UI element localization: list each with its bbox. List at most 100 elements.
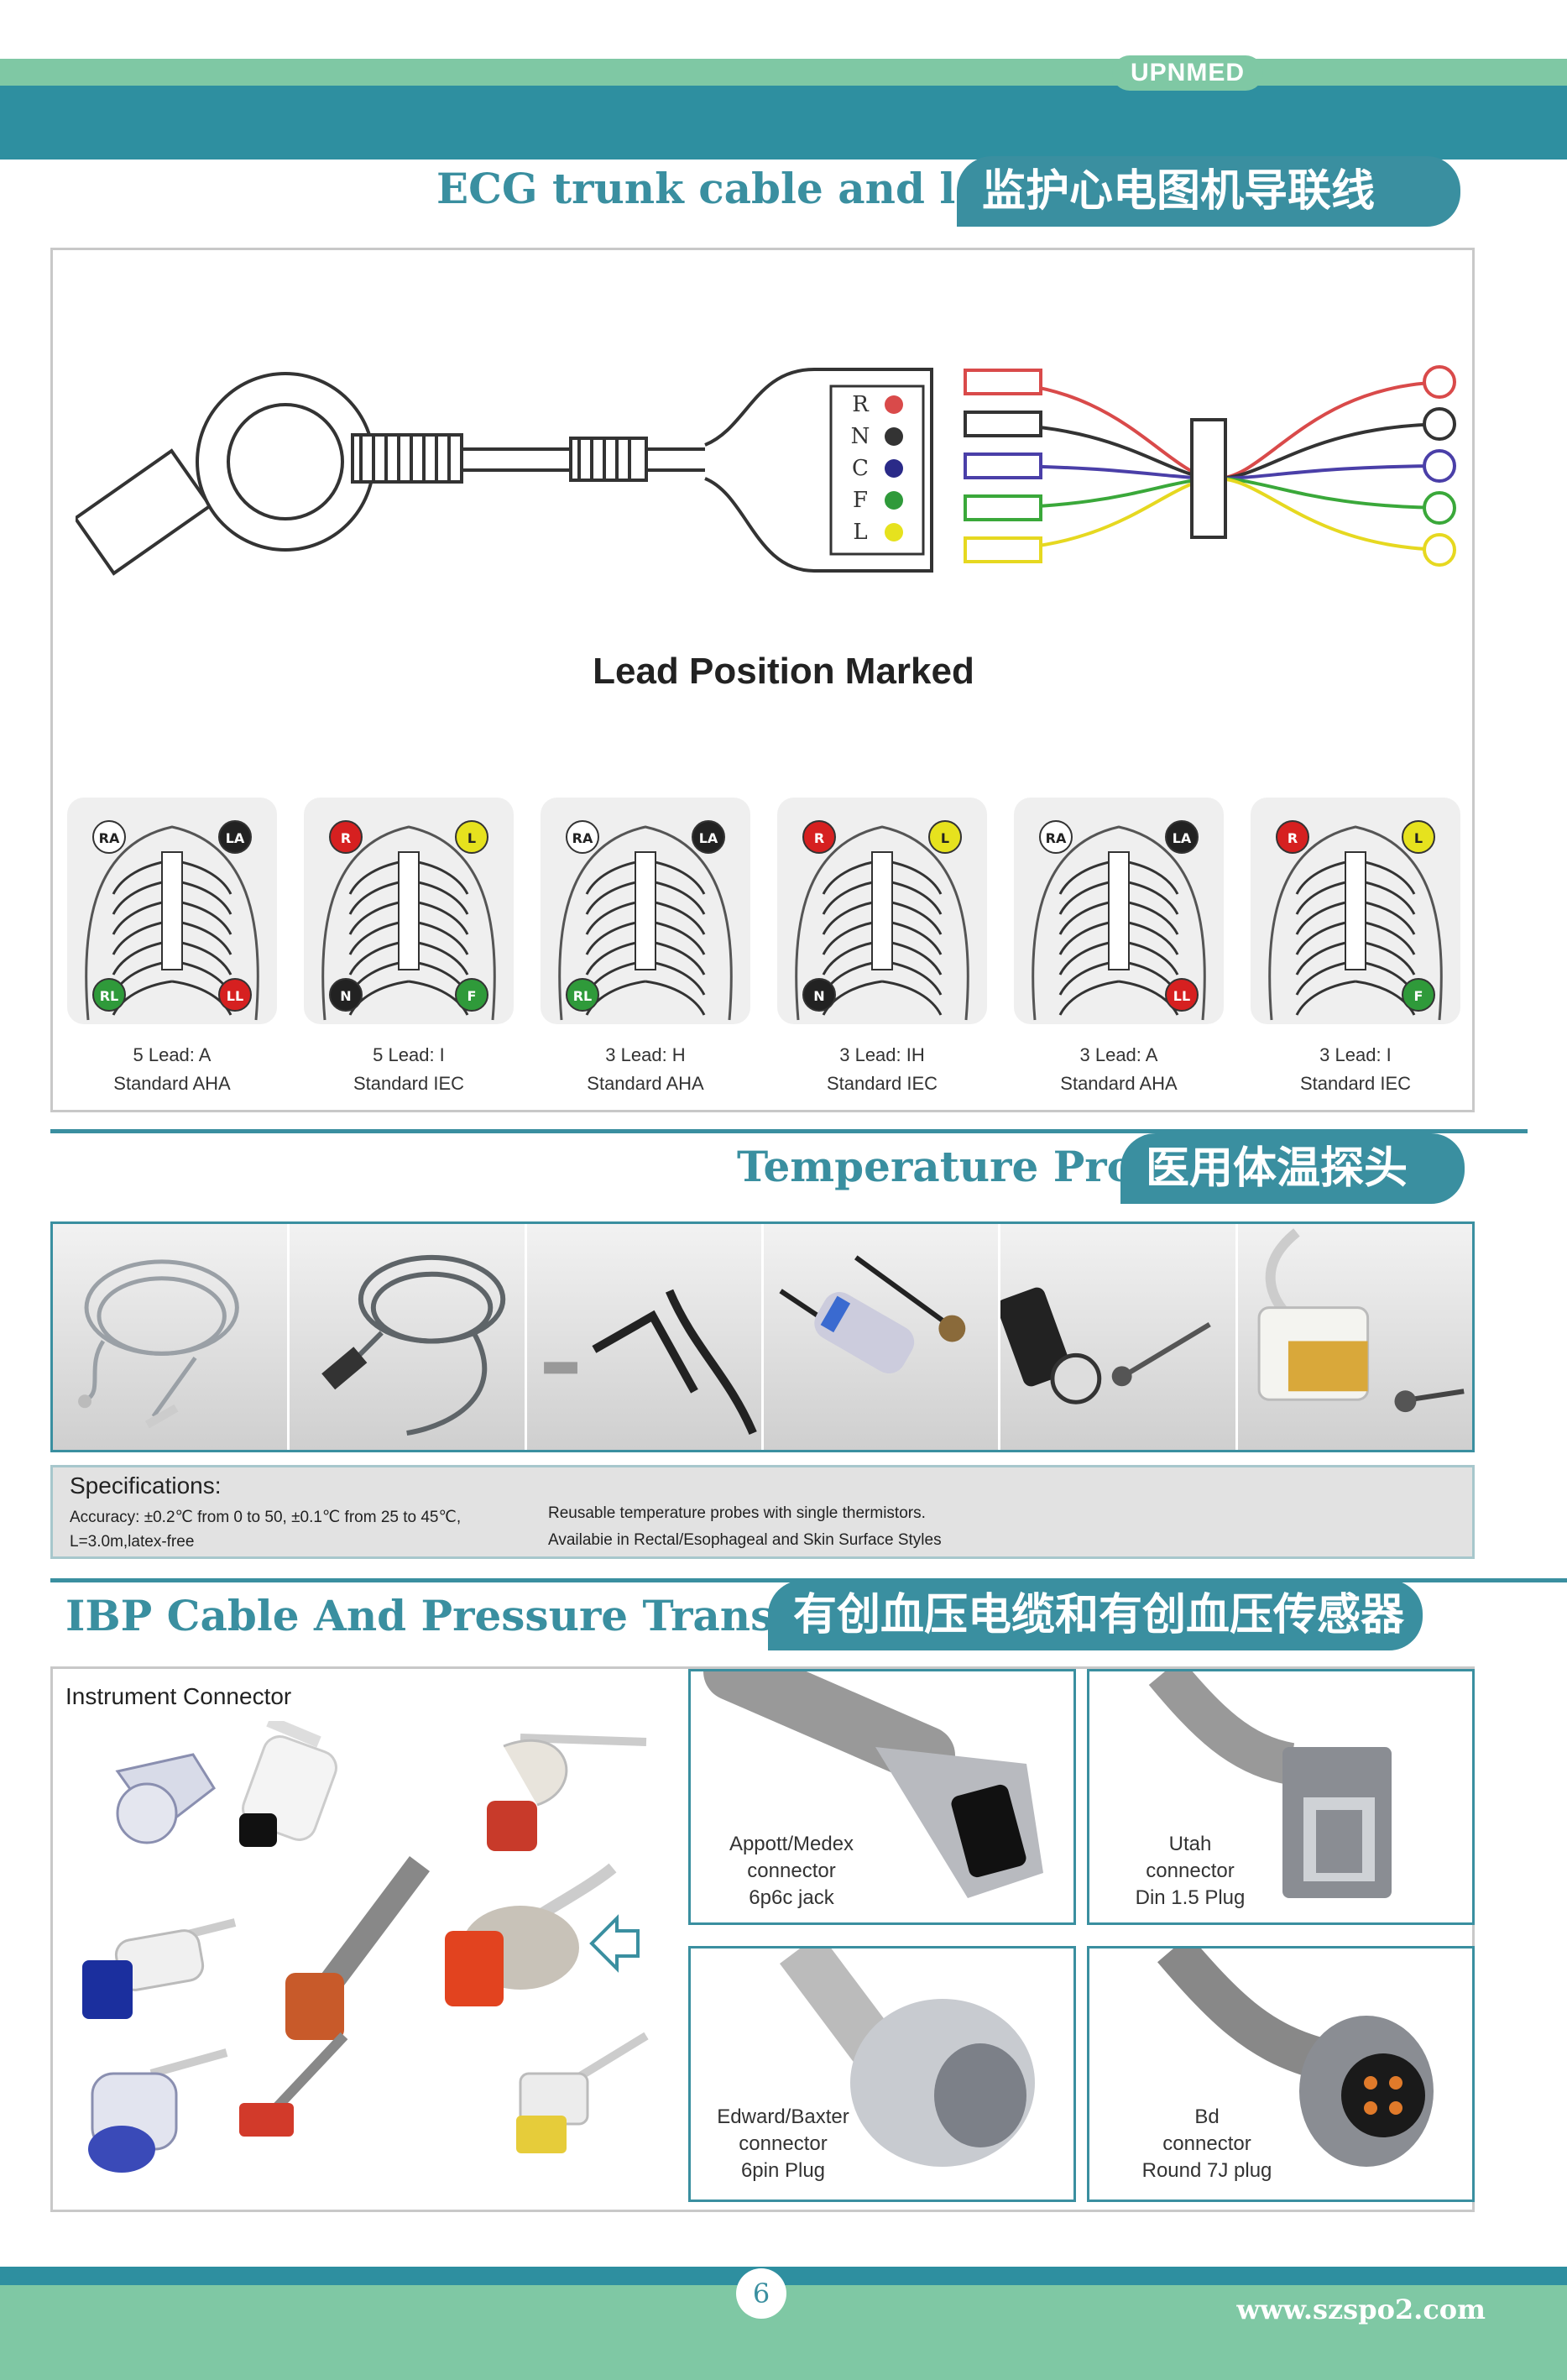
lead-snap xyxy=(1423,407,1456,441)
electrode-marker xyxy=(1165,820,1199,854)
connector-name: Appott/Medex xyxy=(729,1833,854,1855)
lead-plug xyxy=(964,411,1042,437)
connector-spec: Round 7J plug xyxy=(1141,2159,1272,2182)
connector-box-edward: Edward/Baxter connector 6pin Plug xyxy=(688,1946,1076,2202)
lead-diagram: RA LA LL 3 Lead: A Standard AHA xyxy=(1010,793,1228,1096)
torso-outline xyxy=(1032,825,1206,1021)
sternum xyxy=(398,851,420,970)
rib xyxy=(112,980,173,1016)
connector-spec: 6pin Plug xyxy=(740,2159,826,2182)
spec-accuracy: Accuracy: ±0.2℃ from 0 to 50, ±0.1℃ from… xyxy=(70,1509,462,1526)
sternum xyxy=(635,851,656,970)
electrode-marker xyxy=(802,820,836,854)
electrode-label: LL xyxy=(1173,988,1190,1004)
temp-photo-strip xyxy=(50,1221,1475,1452)
electrode-marker xyxy=(329,820,363,854)
electrode-marker xyxy=(566,820,599,854)
electrode-label: RA xyxy=(1046,830,1067,846)
temp-title-cn: 医用体温探头 xyxy=(1120,1133,1465,1204)
torso-outline xyxy=(85,825,259,1021)
electrode-marker xyxy=(92,978,126,1012)
connector-type: connector xyxy=(747,1860,836,1882)
rib xyxy=(1118,980,1179,1016)
electrode-label: F xyxy=(1414,988,1423,1004)
footer-band-teal xyxy=(0,2267,1567,2285)
lead-separator xyxy=(1190,418,1227,539)
connector-name: Bd xyxy=(1194,2105,1220,2128)
diagram-caption-line1: 3 Lead: A xyxy=(1079,1044,1158,1065)
connector-spec: Din 1.5 Plug xyxy=(1135,1886,1246,1909)
electrode-label: R xyxy=(1288,830,1298,846)
rib xyxy=(1058,980,1120,1016)
connector-type: connector xyxy=(1146,1860,1235,1882)
electrode-marker xyxy=(1402,978,1435,1012)
connector-letter: L xyxy=(853,520,867,545)
header-band-teal xyxy=(0,86,1567,160)
torso-outline xyxy=(321,825,496,1021)
connector-caption: Edward/Baxter connector 6pin Plug xyxy=(699,2104,867,2184)
connector-spec: 6p6c jack xyxy=(749,1886,834,1909)
brand-badge: UPNMED xyxy=(1112,55,1263,91)
diagram-caption-line1: 5 Lead: I xyxy=(373,1044,445,1065)
electrode-label: LA xyxy=(1173,830,1192,846)
temp-rule xyxy=(50,1129,1528,1133)
rib xyxy=(585,980,646,1016)
electrode-label: LL xyxy=(227,988,243,1004)
lead-snap xyxy=(1423,365,1456,399)
website-link[interactable]: www.szspo2.com xyxy=(1236,2294,1486,2325)
diagram-caption-line1: 5 Lead: A xyxy=(133,1044,212,1065)
diagram-caption-line2: Standard AHA xyxy=(1060,1073,1178,1094)
torso-diagram: R L F xyxy=(1251,798,1460,1024)
electrode-marker xyxy=(455,820,488,854)
ibp-title-cn: 有创血压电缆和有创血压传感器 xyxy=(768,1580,1423,1650)
temp-title-en: Temperature Probe xyxy=(737,1142,1191,1191)
diagram-caption-line1: 3 Lead: H xyxy=(605,1044,686,1065)
diagram-caption-line1: 3 Lead: IH xyxy=(839,1044,925,1065)
rib xyxy=(881,980,943,1016)
diagram-caption-line2: Standard IEC xyxy=(353,1073,465,1094)
electrode-marker xyxy=(218,820,252,854)
electrode-marker xyxy=(329,978,363,1012)
lead-position-caption: Lead Position Marked xyxy=(593,651,974,692)
rib xyxy=(1355,980,1416,1016)
lead-plug xyxy=(964,494,1042,521)
spec-available: Availabie in Rectal/Esophageal and Skin … xyxy=(548,1531,942,1549)
electrode-label: N xyxy=(340,988,351,1004)
electrode-label: L xyxy=(1414,830,1423,846)
temp-probe-photo xyxy=(53,1224,290,1450)
torso-outline xyxy=(1268,825,1443,1021)
lead-snap xyxy=(1423,533,1456,567)
connector-name: Utah xyxy=(1168,1833,1212,1855)
connector-box-utah: Utah connector Din 1.5 Plug xyxy=(1087,1669,1475,1925)
instrument-connector-grid xyxy=(82,1721,649,2173)
connector-letter: F xyxy=(853,488,868,513)
electrode-label: R xyxy=(814,830,824,846)
rib xyxy=(645,980,706,1016)
electrode-marker xyxy=(928,820,962,854)
diagram-caption-line1: 3 Lead: I xyxy=(1319,1044,1392,1065)
ecg-cable-illustration: R N C F L xyxy=(76,365,1456,576)
electrode-marker xyxy=(692,820,725,854)
electrode-label: N xyxy=(813,988,824,1004)
electrode-marker xyxy=(92,820,126,854)
rib xyxy=(348,980,410,1016)
sternum xyxy=(161,851,183,970)
electrode-label: LA xyxy=(226,830,245,846)
connector-caption: Utah connector Din 1.5 Plug xyxy=(1106,1831,1274,1912)
electrode-label: LA xyxy=(699,830,718,846)
lead-snap xyxy=(1423,449,1456,483)
electrode-marker xyxy=(1039,820,1073,854)
electrode-marker xyxy=(566,978,599,1012)
connector-letter: R xyxy=(852,392,870,417)
electrode-label: R xyxy=(341,830,351,846)
arrow-left-icon xyxy=(589,1914,640,1973)
electrode-label: F xyxy=(467,988,477,1004)
temp-probe-photo xyxy=(997,1224,1238,1450)
